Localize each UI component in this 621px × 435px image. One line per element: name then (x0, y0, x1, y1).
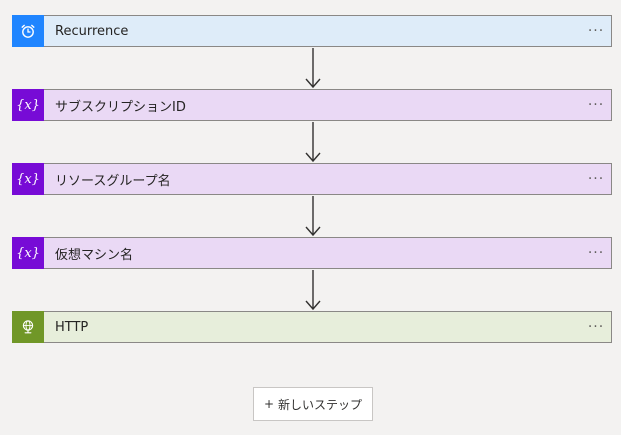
step-card-http[interactable]: HTTP ··· (12, 311, 612, 343)
step-card-recurrence[interactable]: Recurrence ··· (12, 15, 612, 47)
more-options-icon[interactable]: ··· (587, 23, 605, 39)
more-options-icon[interactable]: ··· (587, 245, 605, 261)
connector-arrow (305, 196, 321, 237)
step-card-subscription-id[interactable]: {x} サブスクリプションID ··· (12, 89, 612, 121)
plus-icon: + (263, 397, 275, 411)
alarm-clock-icon (12, 15, 44, 47)
variable-icon: {x} (12, 237, 44, 269)
connector-arrow (305, 270, 321, 311)
step-label: Recurrence (55, 23, 129, 39)
more-options-icon[interactable]: ··· (587, 97, 605, 113)
variable-icon: {x} (12, 163, 44, 195)
new-step-button[interactable]: + 新しいステップ (253, 387, 373, 421)
step-label: サブスクリプションID (55, 99, 186, 115)
more-options-icon[interactable]: ··· (587, 319, 605, 335)
step-label: HTTP (55, 319, 89, 335)
new-step-label: 新しいステップ (278, 397, 363, 412)
connector-arrow (305, 122, 321, 163)
step-card-vm-name[interactable]: {x} 仮想マシン名 ··· (12, 237, 612, 269)
step-card-resource-group-name[interactable]: {x} リソースグループ名 ··· (12, 163, 612, 195)
connector-arrow (305, 48, 321, 89)
more-options-icon[interactable]: ··· (587, 171, 605, 187)
step-label: リソースグループ名 (55, 173, 171, 189)
step-label: 仮想マシン名 (55, 247, 134, 263)
globe-icon (12, 311, 44, 343)
variable-icon: {x} (12, 89, 44, 121)
